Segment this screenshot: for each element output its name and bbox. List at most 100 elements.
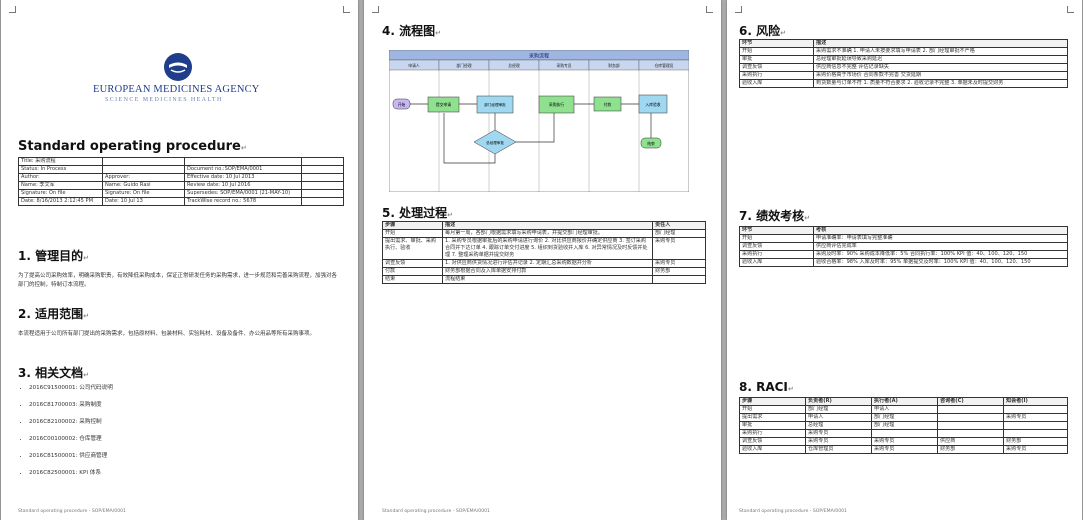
list-item: 2016C91500001: 公司代码说明 (29, 380, 113, 397)
table-cell: 开始 (739, 234, 814, 243)
section-6-heading: 6. 风险↵ (739, 24, 786, 38)
table-cell (937, 429, 1004, 438)
table-cell: Date: 10 Jul 13 (102, 197, 185, 206)
table-cell: 采购专员 (1003, 413, 1068, 422)
table-cell: 提出需求、审批、采购执行、验收 (382, 237, 443, 260)
table-row: 审批总经理部门经理 (739, 421, 1068, 430)
table-cell: 财务部 (652, 267, 706, 276)
logo-line-2: SCIENCE MEDICINES HEALTH (105, 97, 223, 103)
table-cell (652, 275, 706, 284)
flow-node-decision (473, 129, 517, 155)
swimlane-label: 采购专员 (556, 63, 571, 68)
table-row: 采购执行采购专员 (739, 429, 1068, 438)
list-item: 2016C82500001: KPI 体系 (29, 465, 113, 482)
table-cell: 总经理 (805, 421, 872, 430)
page-footer: Standard operating procedure - SOP/EMA/0… (382, 509, 490, 514)
corner-mark (706, 6, 713, 13)
table-cell: Signature: On file (102, 189, 185, 198)
table-cell (301, 189, 344, 198)
flow-node-approve1 (476, 95, 514, 114)
table-cell: 验收合格率：98% 入库及时率：95% 单据提交及时率：100% KPI 值：4… (813, 258, 1068, 267)
table-cell: 咨询者(C) (937, 397, 1004, 406)
table-header-row: 步骤负责者(R)执行者(A)咨询者(C)知会者(I) (739, 397, 1068, 406)
table-cell: TrackWise record no.: 5678 (184, 197, 302, 206)
section-4-heading: 4. 流程图↵ (382, 24, 441, 38)
swimlane-header (638, 59, 689, 71)
table-cell: Title: 采购流程 (18, 157, 103, 166)
table-cell (301, 157, 344, 166)
section-7-title: 7. 绩效考核 (739, 209, 805, 223)
table-cell: 知会者(I) (1003, 397, 1068, 406)
table-cell: 1. 采购专员根据审批后的采购申请进行询价 2. 对比供应商报价并确定供应商 3… (442, 237, 653, 260)
table-cell: 采购执行 (739, 429, 806, 438)
logo-line-1: EUROPEAN MEDICINES AGENCY (93, 84, 260, 95)
flowchart: 采购流程 申请人部门经理总经理采购专员财务部仓库管理员 开始 提交申请 部门经理… (389, 50, 689, 192)
table-cell: 申请人 (871, 405, 938, 414)
table-cell: 申请人 (805, 413, 872, 422)
table-cell: Supersedes: SOP/EMA/0001 (21-MAY-10) (184, 189, 302, 198)
table-row: 采购执行采购及时率：90% 采购成本降低率：5% 合同执行率：100% KPI … (739, 250, 1068, 259)
table-cell: 付款 (382, 267, 443, 276)
table-cell: Document no.:SOP/EMA/0001 (184, 165, 302, 174)
document-page-1: EUROPEAN MEDICINES AGENCY SCIENCE MEDICI… (1, 0, 358, 520)
table-row: 开始申请准确率：申请表填写完整准确 (739, 234, 1068, 243)
table-row: 开始部门经理申请人 (739, 405, 1068, 414)
table-cell: 1. 对供应商供货情况进行评估并记录 2. 定期汇总采购数据并分析 (442, 259, 653, 268)
flow-node-pay (593, 96, 622, 112)
table-cell (937, 421, 1004, 430)
table-cell: 采购及时率：90% 采购成本降低率：5% 合同执行率：100% KPI 值：40… (813, 250, 1068, 259)
table-cell: 供应商评估完成率 (813, 242, 1068, 251)
flow-node-approve1-label: 部门经理审批 (484, 102, 506, 107)
corner-mark (372, 6, 379, 13)
swimlane-label: 仓库管理员 (655, 63, 674, 68)
table-cell: 环节 (739, 39, 814, 48)
table-cell: 开始 (382, 229, 443, 238)
table-cell: 财务部 (1003, 437, 1068, 446)
table-cell: 部门经理 (652, 229, 706, 238)
table-cell: Status: In Process (18, 165, 103, 174)
table-cell: Name: 李文军 (18, 181, 103, 190)
table-cell: 负责者(R) (805, 397, 872, 406)
page-title: Standard operating procedure↵ (18, 139, 247, 154)
table-cell: 财务部根据合同及入库单据安排付款 (442, 267, 653, 276)
table-cell (937, 413, 1004, 422)
table-cell: 采购专员 (871, 437, 938, 446)
table-row: 调查反馈采购专员采购专员供应商财务部 (739, 437, 1068, 446)
table-cell (102, 165, 185, 174)
table-cell: 采购需求不准确 1. 申请人未按要求填写申请表 2. 部门经理审批不严格 (813, 47, 1068, 56)
corner-mark (1067, 6, 1074, 13)
process-table: 步骤描述责任人开始每月第一周，各部门根据需求填写采购申请表，并提交部门经理审批。… (382, 221, 706, 284)
corner-mark (735, 6, 742, 13)
table-row: 提出需求申请人部门经理采购专员 (739, 413, 1068, 422)
flowchart-title: 采购流程 (529, 53, 549, 60)
flow-node-purchase (538, 95, 575, 114)
table-cell: 考核 (813, 226, 1068, 235)
page-footer: Standard operating procedure - SOP/EMA/0… (739, 509, 847, 514)
page-title-text: Standard operating procedure (18, 139, 241, 154)
table-header-row: 环节考核 (739, 226, 1068, 235)
table-cell (871, 429, 938, 438)
corner-mark (9, 6, 16, 13)
table-cell: 到货数量与订单不符 1. 质量不符合要求 2. 验收记录不完整 3. 单据未及时… (813, 79, 1068, 88)
table-row: 验收入库仓库管理员采购专员财务部采购专员 (739, 445, 1068, 454)
table-cell: 审批 (739, 55, 814, 64)
table-cell: Effective date: 10 Jul 2013 (184, 173, 302, 182)
risk-table: 环节描述开始采购需求不准确 1. 申请人未按要求填写申请表 2. 部门经理审批不… (739, 39, 1068, 88)
table-header-row: 步骤描述责任人 (382, 221, 706, 230)
section-2-heading: 2. 适用范围↵ (18, 307, 89, 321)
ema-logo-icon (164, 53, 192, 81)
table-row: 付款财务部根据合同及入库单据安排付款财务部 (382, 267, 706, 276)
table-cell: 验收入库 (739, 258, 814, 267)
swimlane-label: 财务部 (608, 63, 620, 68)
table-cell: 部门经理 (805, 405, 872, 414)
table-cell: 采购专员 (652, 259, 706, 268)
table-row: 验收入库验收合格率：98% 入库及时率：95% 单据提交及时率：100% KPI… (739, 258, 1068, 267)
table-cell: 每月第一周，各部门根据需求填写采购申请表，并提交部门经理审批。 (442, 229, 653, 238)
table-cell (184, 157, 302, 166)
table-row: Title: 采购流程 (18, 157, 344, 166)
flow-node-pay-label: 付款 (604, 102, 612, 107)
table-cell: 调查反馈 (739, 242, 814, 251)
flow-node-end (640, 137, 662, 149)
section-3-heading: 3. 相关文档↵ (18, 366, 89, 380)
